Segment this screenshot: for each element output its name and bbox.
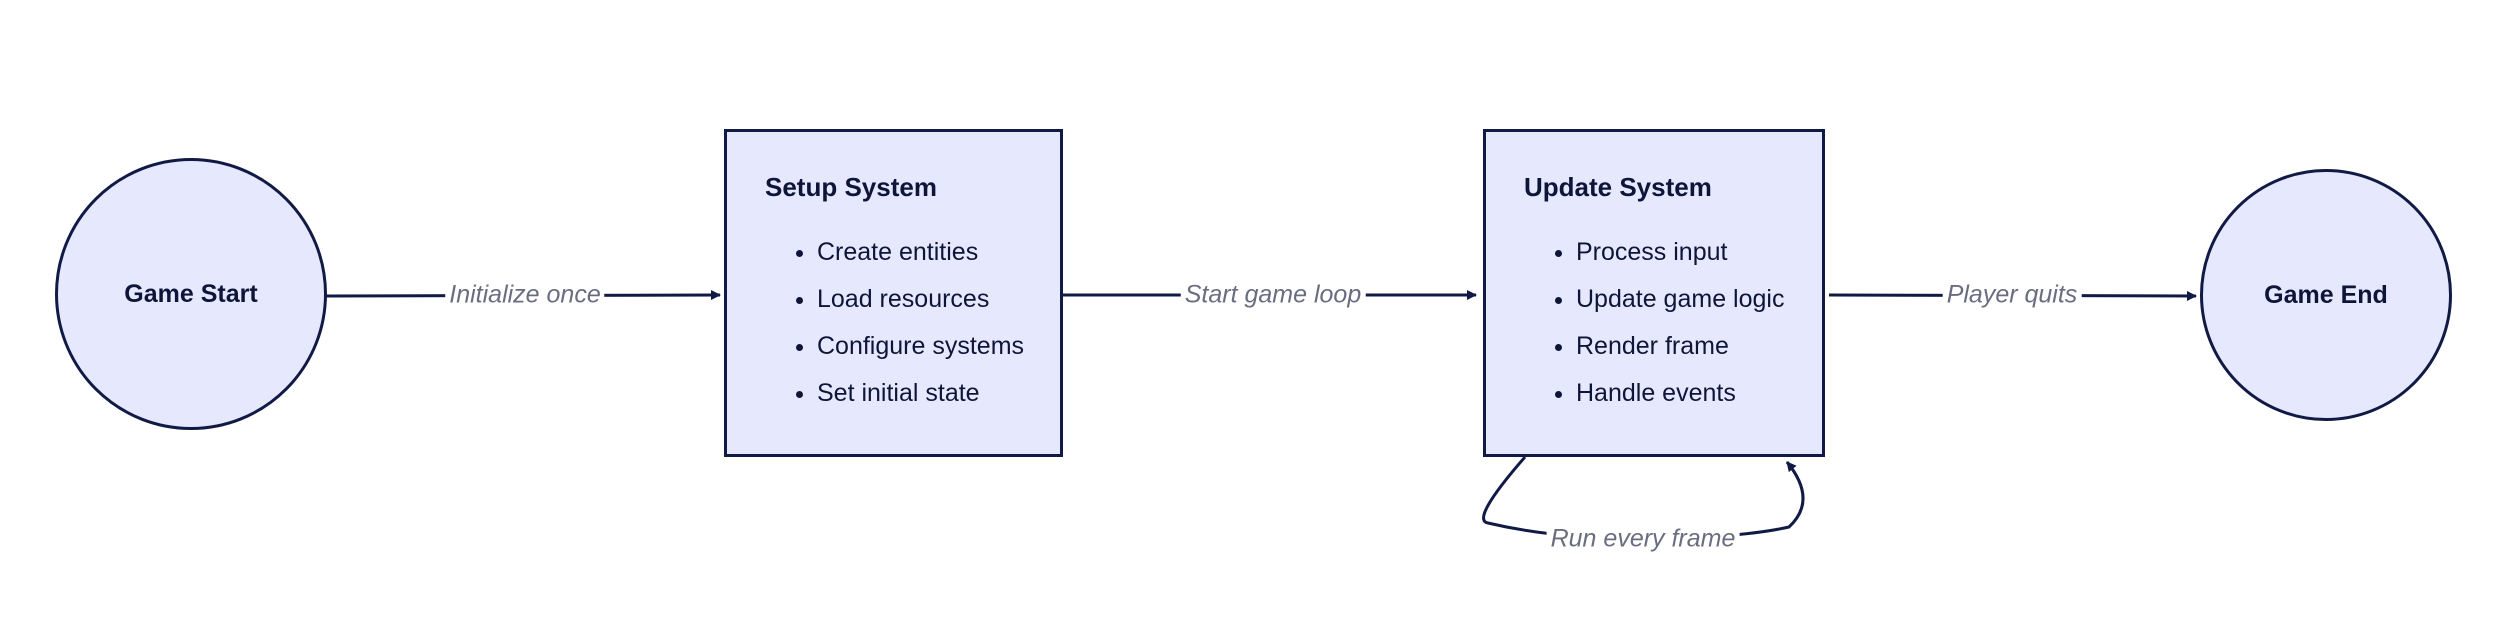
setup-system-title: Setup System xyxy=(765,172,937,202)
list-item: Set initial state xyxy=(817,370,1060,417)
setup-system-node: Setup System Create entities Load resour… xyxy=(724,129,1063,457)
update-system-node: Update System Process input Update game … xyxy=(1483,129,1825,457)
list-item: Load resources xyxy=(817,276,1060,323)
list-item: Update game logic xyxy=(1576,276,1822,323)
list-item: Handle events xyxy=(1576,370,1822,417)
list-item: Create entities xyxy=(817,229,1060,276)
list-item: Process input xyxy=(1576,229,1822,276)
game-end-node: Game End xyxy=(2200,169,2452,421)
setup-system-list: Create entities Load resources Configure… xyxy=(765,229,1060,417)
update-system-list: Process input Update game logic Render f… xyxy=(1524,229,1822,417)
list-item: Configure systems xyxy=(817,323,1060,370)
edge-label-run-every-frame: Run every frame xyxy=(1546,524,1740,554)
edge-label-start-game-loop: Start game loop xyxy=(1180,280,1366,310)
game-start-label: Game Start xyxy=(124,279,258,308)
game-start-node: Game Start xyxy=(55,158,327,430)
list-item: Render frame xyxy=(1576,323,1822,370)
edge-label-player-quits: Player quits xyxy=(1942,280,2082,310)
game-end-label: Game End xyxy=(2264,280,2388,309)
update-system-title: Update System xyxy=(1524,172,1712,202)
edge-label-initialize-once: Initialize once xyxy=(445,280,605,310)
